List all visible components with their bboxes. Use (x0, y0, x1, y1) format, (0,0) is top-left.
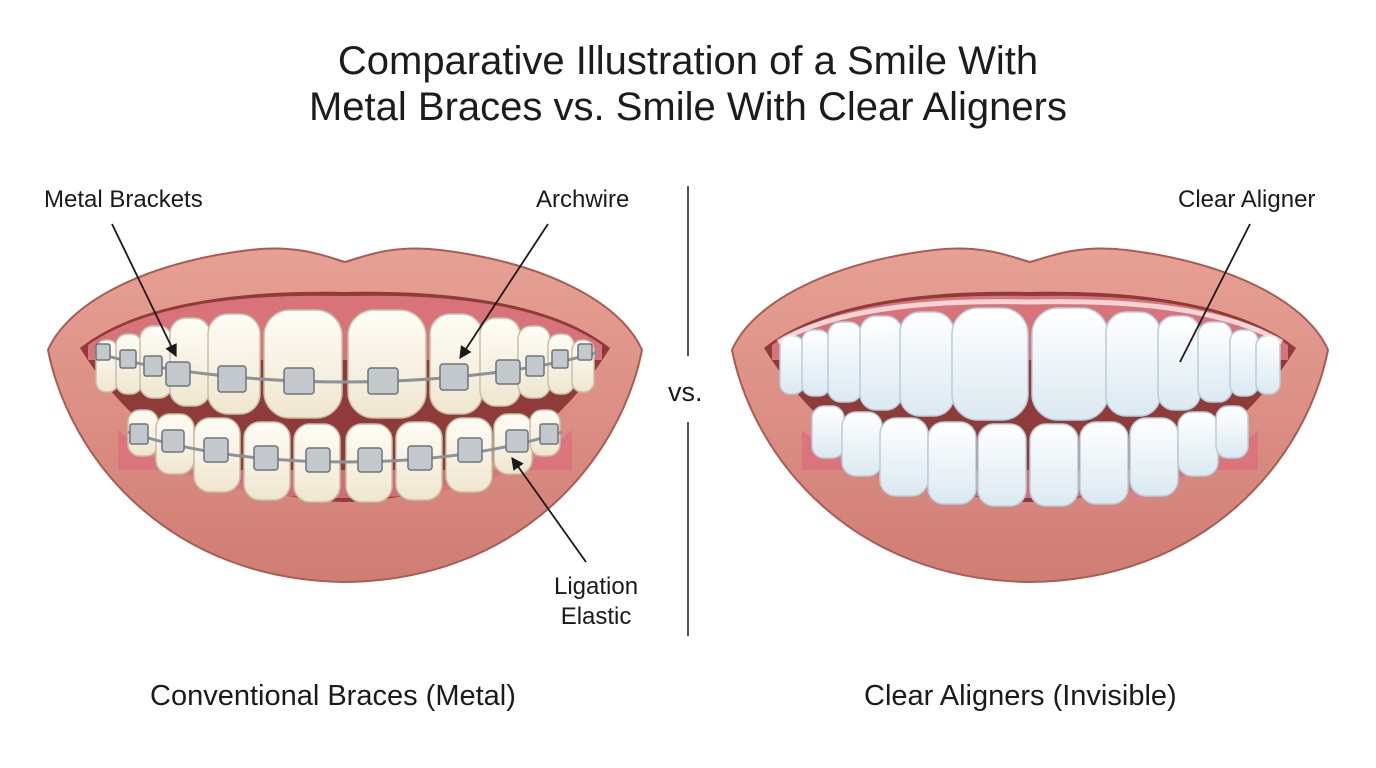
metal-brackets-label: Metal Brackets (44, 186, 203, 213)
ligation-elastic-label: Ligation Elastic (554, 572, 638, 632)
aligner-tray-outline (776, 299, 1284, 345)
page-title: Comparative Illustration of a Smile With… (0, 38, 1376, 130)
clear-aligner-label: Clear Aligner (1178, 186, 1316, 213)
archwire-label: Archwire (536, 186, 630, 213)
aligners-caption: Clear Aligners (Invisible) (864, 680, 1177, 712)
aligner-lower-teeth (811, 405, 1249, 507)
lower-archwire (127, 430, 563, 464)
metal-brackets-pointer (111, 223, 177, 358)
archwire-pointer (459, 223, 549, 360)
ligation-elastic-label-line-1: Ligation (554, 573, 639, 600)
title-line-1: Comparative Illustration of a Smile With (337, 39, 1039, 83)
braces-smile (46, 247, 644, 584)
clear-aligner-pointer (1179, 223, 1251, 363)
title-line-2: Metal Braces vs. Smile With Clear Aligne… (308, 85, 1067, 129)
lower-brackets (129, 423, 559, 473)
aligner-upper-teeth (779, 307, 1281, 421)
ligation-elastic-label-line-2: Elastic (560, 603, 632, 630)
vs-label: vs. (668, 377, 703, 407)
upper-brackets (95, 343, 593, 395)
ligation-elastic-pointer (511, 456, 587, 563)
aligner-smile (730, 247, 1330, 584)
braces-caption: Conventional Braces (Metal) (150, 680, 516, 712)
